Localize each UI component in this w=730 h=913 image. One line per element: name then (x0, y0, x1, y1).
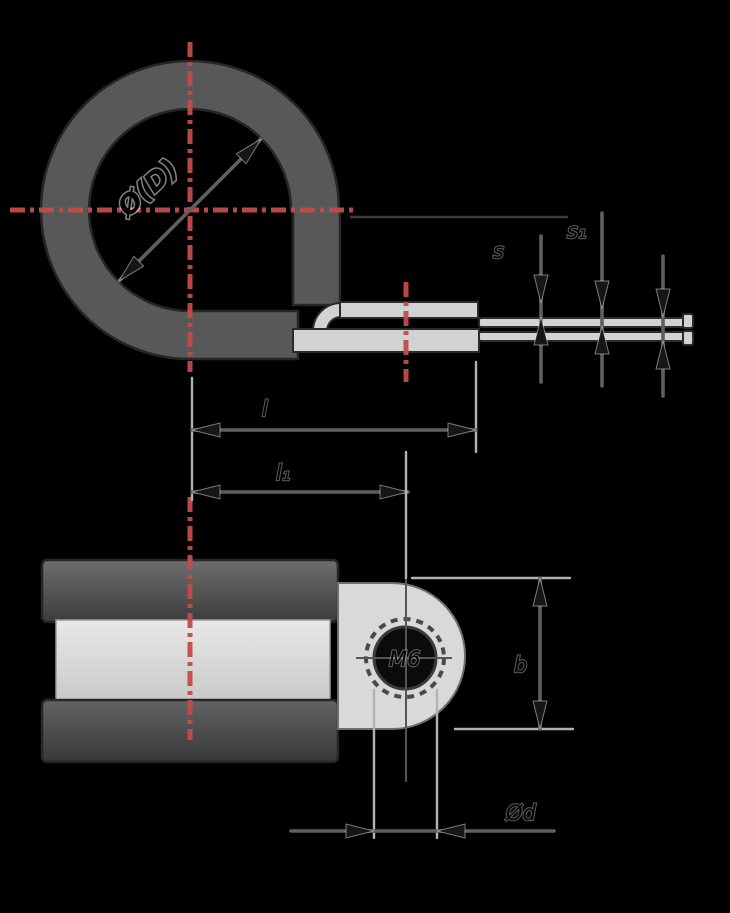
arrowhead-right (379, 484, 409, 500)
rubber-ring (39, 59, 342, 361)
arrowhead-down (532, 700, 548, 730)
inner-diameter-label: Ø(D) (110, 153, 184, 224)
dim-length-l1: l₁ (190, 450, 410, 580)
arrowhead-down (533, 274, 549, 304)
arrowhead-down (655, 288, 671, 318)
length-l1-label: l₁ (276, 461, 290, 485)
arrowhead-down-left (118, 255, 145, 282)
dim-hole-diameter: Ød (289, 688, 556, 840)
hole-diameter-label: Ød (505, 801, 537, 825)
screw-tip-upper (682, 313, 694, 329)
arrowhead-right (447, 422, 477, 438)
arrowhead-left (191, 422, 221, 438)
thickness2-label: s₁ (567, 219, 586, 243)
band-curl (311, 301, 342, 332)
arrowhead-left (436, 823, 466, 839)
arrowhead-left (191, 484, 221, 500)
screw-tip-lower (682, 330, 694, 346)
thread-label: M6 (389, 647, 420, 671)
steel-band (55, 619, 331, 702)
dim-length-l: l (190, 360, 478, 502)
length-l-label: l (262, 397, 268, 421)
arrowhead-right (345, 823, 375, 839)
screw-shaft-upper (478, 317, 689, 328)
dim-line-inner-diameter (117, 137, 263, 283)
dim-tab-width: b (410, 576, 575, 731)
arrowhead-up (594, 325, 610, 355)
arrowhead-down (594, 280, 610, 310)
tab-width-label: b (514, 653, 527, 677)
arrowhead-up-right (235, 138, 262, 165)
dim-band-thickness: s s₁ (350, 211, 671, 398)
screw-shaft-lower (478, 331, 689, 342)
side-view: M6 (40, 558, 466, 782)
centerlines (10, 42, 409, 740)
arrowhead-up (533, 316, 549, 346)
arrowhead-up (532, 577, 548, 607)
front-view (39, 59, 694, 361)
band-upper-end (339, 301, 479, 319)
thickness-label: s (493, 239, 504, 263)
arrowhead-up (655, 340, 671, 370)
band-lower-end (292, 328, 480, 353)
